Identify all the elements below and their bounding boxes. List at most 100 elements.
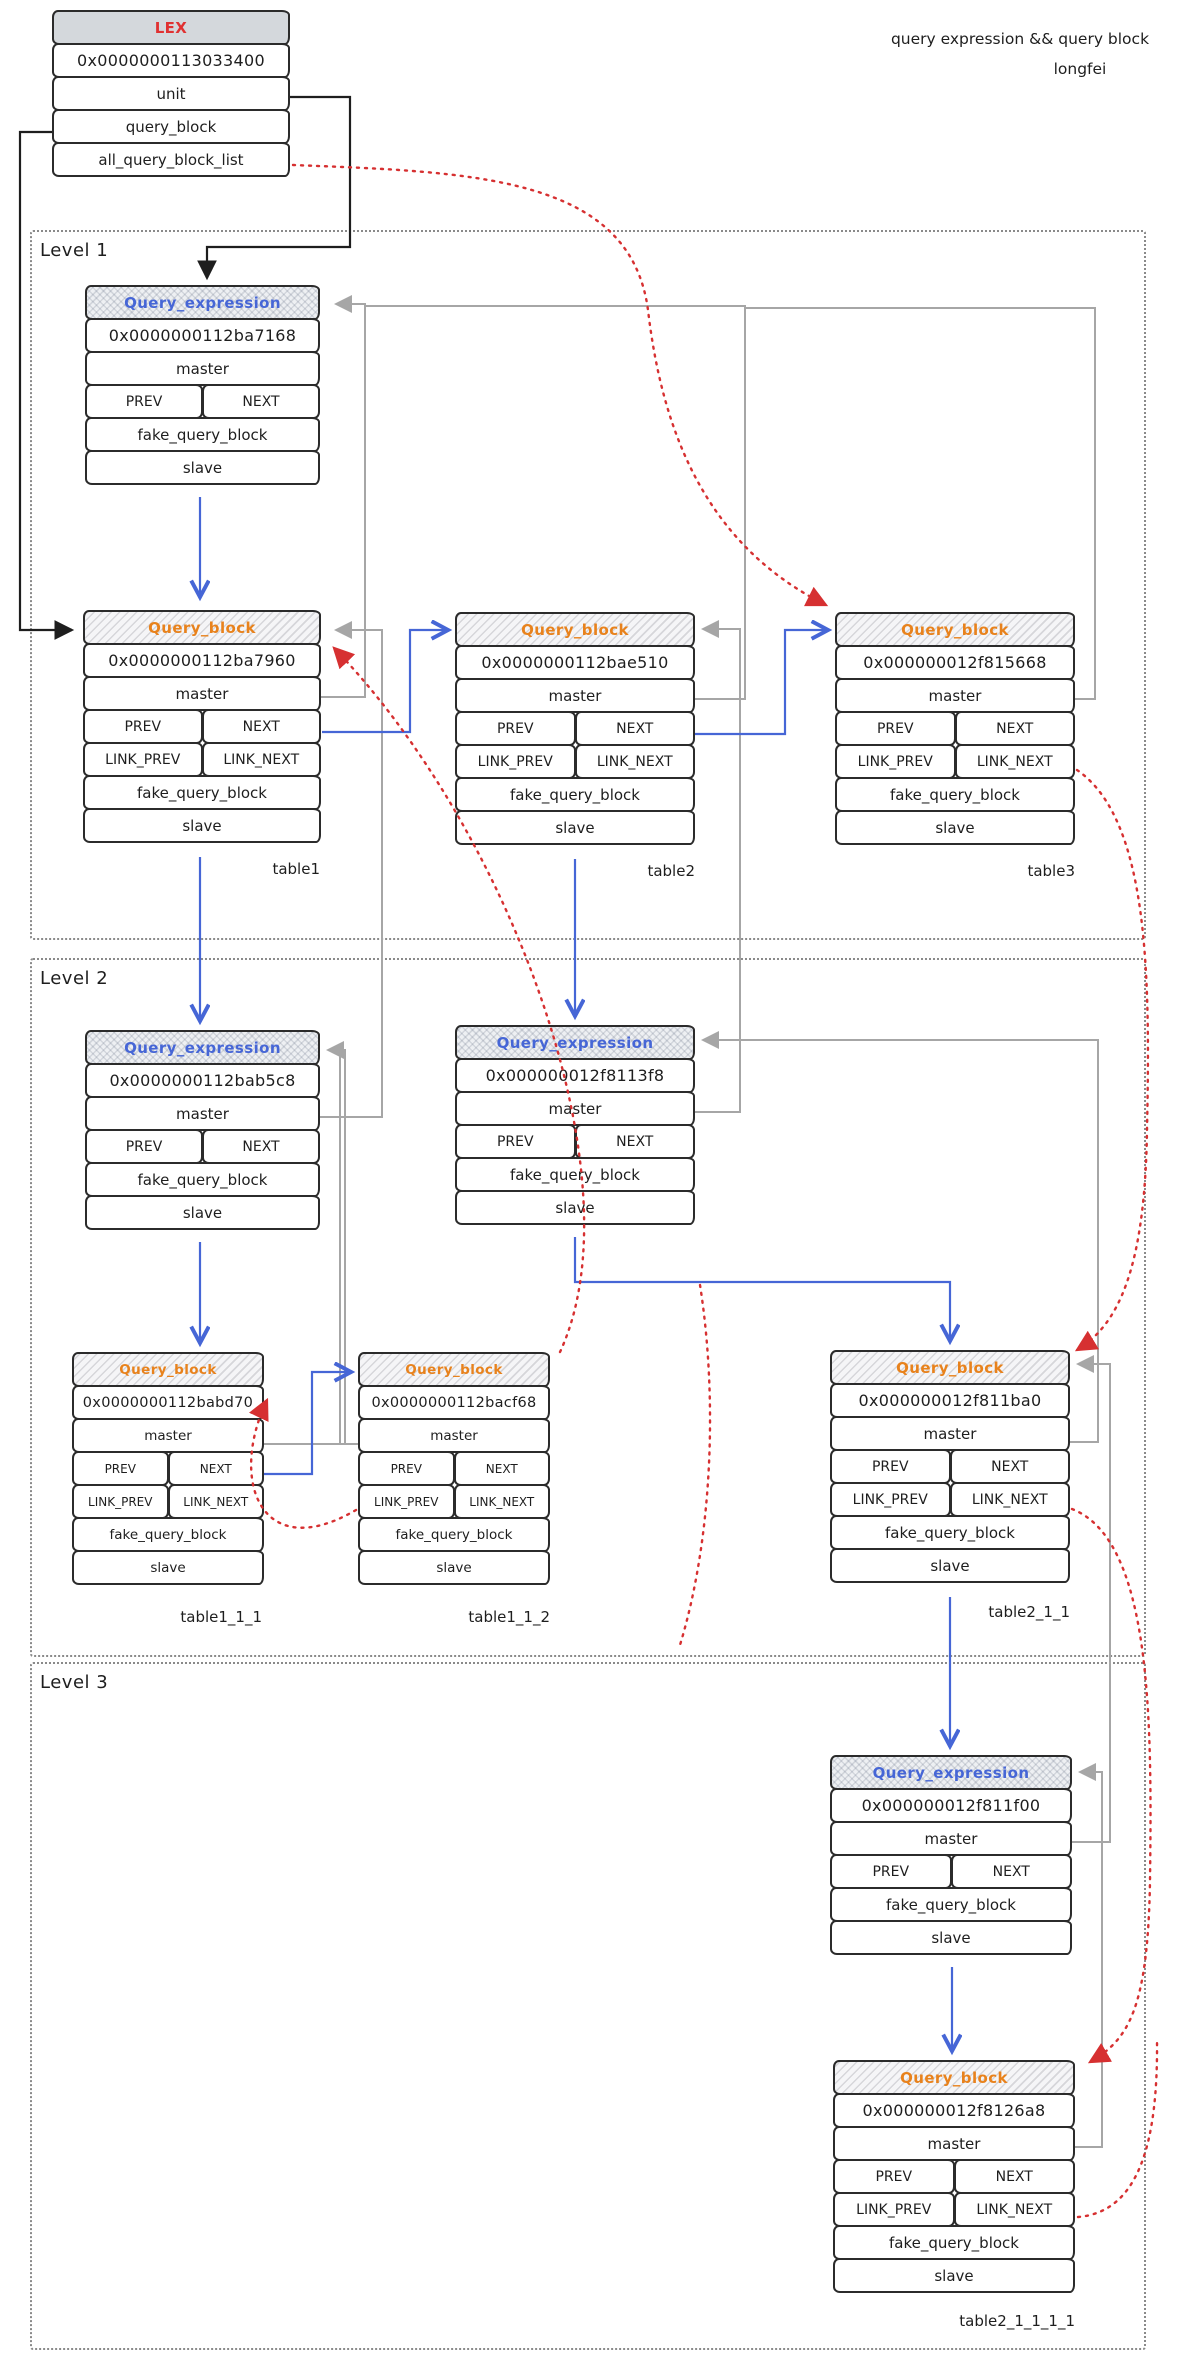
field-next: NEXT (954, 711, 1075, 746)
l2-query-block-table2-1-1: Query_block 0x000000012f811ba0 master PR… (830, 1350, 1070, 1583)
node-title: Query_block (455, 612, 695, 647)
field-prev-next: PREV NEXT (830, 1854, 1072, 1889)
l3-query-expression: Query_expression 0x000000012f811f00 mast… (830, 1755, 1072, 1955)
node-address: 0x000000012f811ba0 (830, 1383, 1070, 1418)
field-link-prev-next: LINK_PREV LINK_NEXT (835, 744, 1075, 779)
node-title: Query_block (830, 1350, 1070, 1385)
field-link-prev-next: LINK_PREV LINK_NEXT (455, 744, 695, 779)
field-link-next: LINK_NEXT (201, 742, 321, 777)
lex-title: LEX (52, 10, 290, 45)
field-link-prev: LINK_PREV (835, 744, 956, 779)
field-master: master (85, 1096, 320, 1131)
lex-node: LEX 0x0000000113033400 unit query_block … (52, 10, 290, 177)
l1-query-block-table2: Query_block 0x0000000112bae510 master PR… (455, 612, 695, 845)
field-link-prev-next: LINK_PREV LINK_NEXT (833, 2192, 1075, 2227)
field-slave: slave (455, 1190, 695, 1225)
node-address: 0x0000000112bab5c8 (85, 1063, 320, 1098)
field-link-next: LINK_NEXT (949, 1482, 1070, 1517)
field-link-prev-next: LINK_PREV LINK_NEXT (83, 742, 321, 777)
field-link-next: LINK_NEXT (453, 1484, 550, 1519)
field-next: NEXT (574, 1124, 695, 1159)
field-prev: PREV (72, 1451, 169, 1486)
field-master: master (455, 678, 695, 713)
field-master: master (833, 2126, 1075, 2161)
l1-query-block-table3: Query_block 0x000000012f815668 master PR… (835, 612, 1075, 845)
l2-query-block-table1-1-2: Query_block 0x0000000112bacf68 master PR… (358, 1352, 550, 1585)
field-master: master (358, 1418, 550, 1453)
note-author: longfei (1053, 60, 1107, 78)
field-fake-query-block: fake_query_block (83, 775, 321, 810)
node-title: Query_expression (85, 1030, 320, 1065)
field-link-prev: LINK_PREV (72, 1484, 169, 1519)
node-title: Query_expression (455, 1025, 695, 1060)
field-slave: slave (835, 810, 1075, 845)
field-prev-next: PREV NEXT (358, 1451, 550, 1486)
field-slave: slave (85, 1195, 320, 1230)
field-fake-query-block: fake_query_block (455, 1157, 695, 1192)
field-master: master (830, 1821, 1072, 1856)
field-prev: PREV (835, 711, 956, 746)
level-2-label: Level 2 (40, 968, 109, 989)
table2-1-1-1-1-label: table2_1_1_1_1 (959, 2312, 1075, 2330)
l2-query-block-table1-1-1: Query_block 0x0000000112babd70 master PR… (72, 1352, 264, 1585)
field-slave: slave (358, 1550, 550, 1585)
field-fake-query-block: fake_query_block (835, 777, 1075, 812)
field-next: NEXT (167, 1451, 264, 1486)
node-title: Query_block (72, 1352, 264, 1387)
field-next: NEXT (201, 709, 321, 744)
field-prev-next: PREV NEXT (830, 1449, 1070, 1484)
field-fake-query-block: fake_query_block (72, 1517, 264, 1552)
node-address: 0x000000012f8113f8 (455, 1058, 695, 1093)
field-link-prev-next: LINK_PREV LINK_NEXT (830, 1482, 1070, 1517)
field-prev-next: PREV NEXT (455, 711, 695, 746)
field-slave: slave (830, 1548, 1070, 1583)
field-link-next: LINK_NEXT (574, 744, 695, 779)
field-slave: slave (72, 1550, 264, 1585)
field-next: NEXT (953, 2159, 1075, 2194)
table2-1-1-label: table2_1_1 (988, 1603, 1070, 1621)
note-title: query expression && query block (890, 30, 1150, 48)
lex-address: 0x0000000113033400 (52, 43, 290, 78)
level-1-label: Level 1 (40, 240, 109, 261)
field-prev: PREV (455, 711, 576, 746)
field-link-prev: LINK_PREV (830, 1482, 951, 1517)
table3-label: table3 (1027, 862, 1075, 880)
node-address: 0x000000012f811f00 (830, 1788, 1072, 1823)
field-fake-query-block: fake_query_block (85, 417, 320, 452)
table1-1-2-label: table1_1_2 (468, 1608, 550, 1626)
field-prev: PREV (85, 384, 203, 419)
node-address: 0x000000012f815668 (835, 645, 1075, 680)
field-next: NEXT (950, 1854, 1072, 1889)
field-link-prev: LINK_PREV (83, 742, 203, 777)
l2-query-expression-2: Query_expression 0x000000012f8113f8 mast… (455, 1025, 695, 1225)
node-title: Query_block (833, 2060, 1075, 2095)
field-master: master (835, 678, 1075, 713)
field-fake-query-block: fake_query_block (85, 1162, 320, 1197)
field-master: master (85, 351, 320, 386)
field-prev-next: PREV NEXT (72, 1451, 264, 1486)
field-prev: PREV (830, 1449, 951, 1484)
field-slave: slave (83, 808, 321, 843)
node-title: Query_expression (830, 1755, 1072, 1790)
field-prev: PREV (358, 1451, 455, 1486)
field-master: master (83, 676, 321, 711)
field-prev-next: PREV NEXT (835, 711, 1075, 746)
field-prev: PREV (85, 1129, 203, 1164)
node-address: 0x0000000112ba7960 (83, 643, 321, 678)
field-prev: PREV (455, 1124, 576, 1159)
table1-label: table1 (272, 860, 320, 878)
field-master: master (72, 1418, 264, 1453)
field-slave: slave (833, 2258, 1075, 2293)
field-next: NEXT (202, 384, 320, 419)
node-address: 0x0000000112bacf68 (358, 1385, 550, 1420)
field-prev: PREV (833, 2159, 955, 2194)
field-next: NEXT (453, 1451, 550, 1486)
field-fake-query-block: fake_query_block (358, 1517, 550, 1552)
field-link-prev-next: LINK_PREV LINK_NEXT (358, 1484, 550, 1519)
field-link-next: LINK_NEXT (954, 744, 1075, 779)
field-master: master (455, 1091, 695, 1126)
node-title: Query_block (83, 610, 321, 645)
field-prev: PREV (83, 709, 203, 744)
field-prev-next: PREV NEXT (85, 1129, 320, 1164)
lex-field-query-block: query_block (52, 109, 290, 144)
